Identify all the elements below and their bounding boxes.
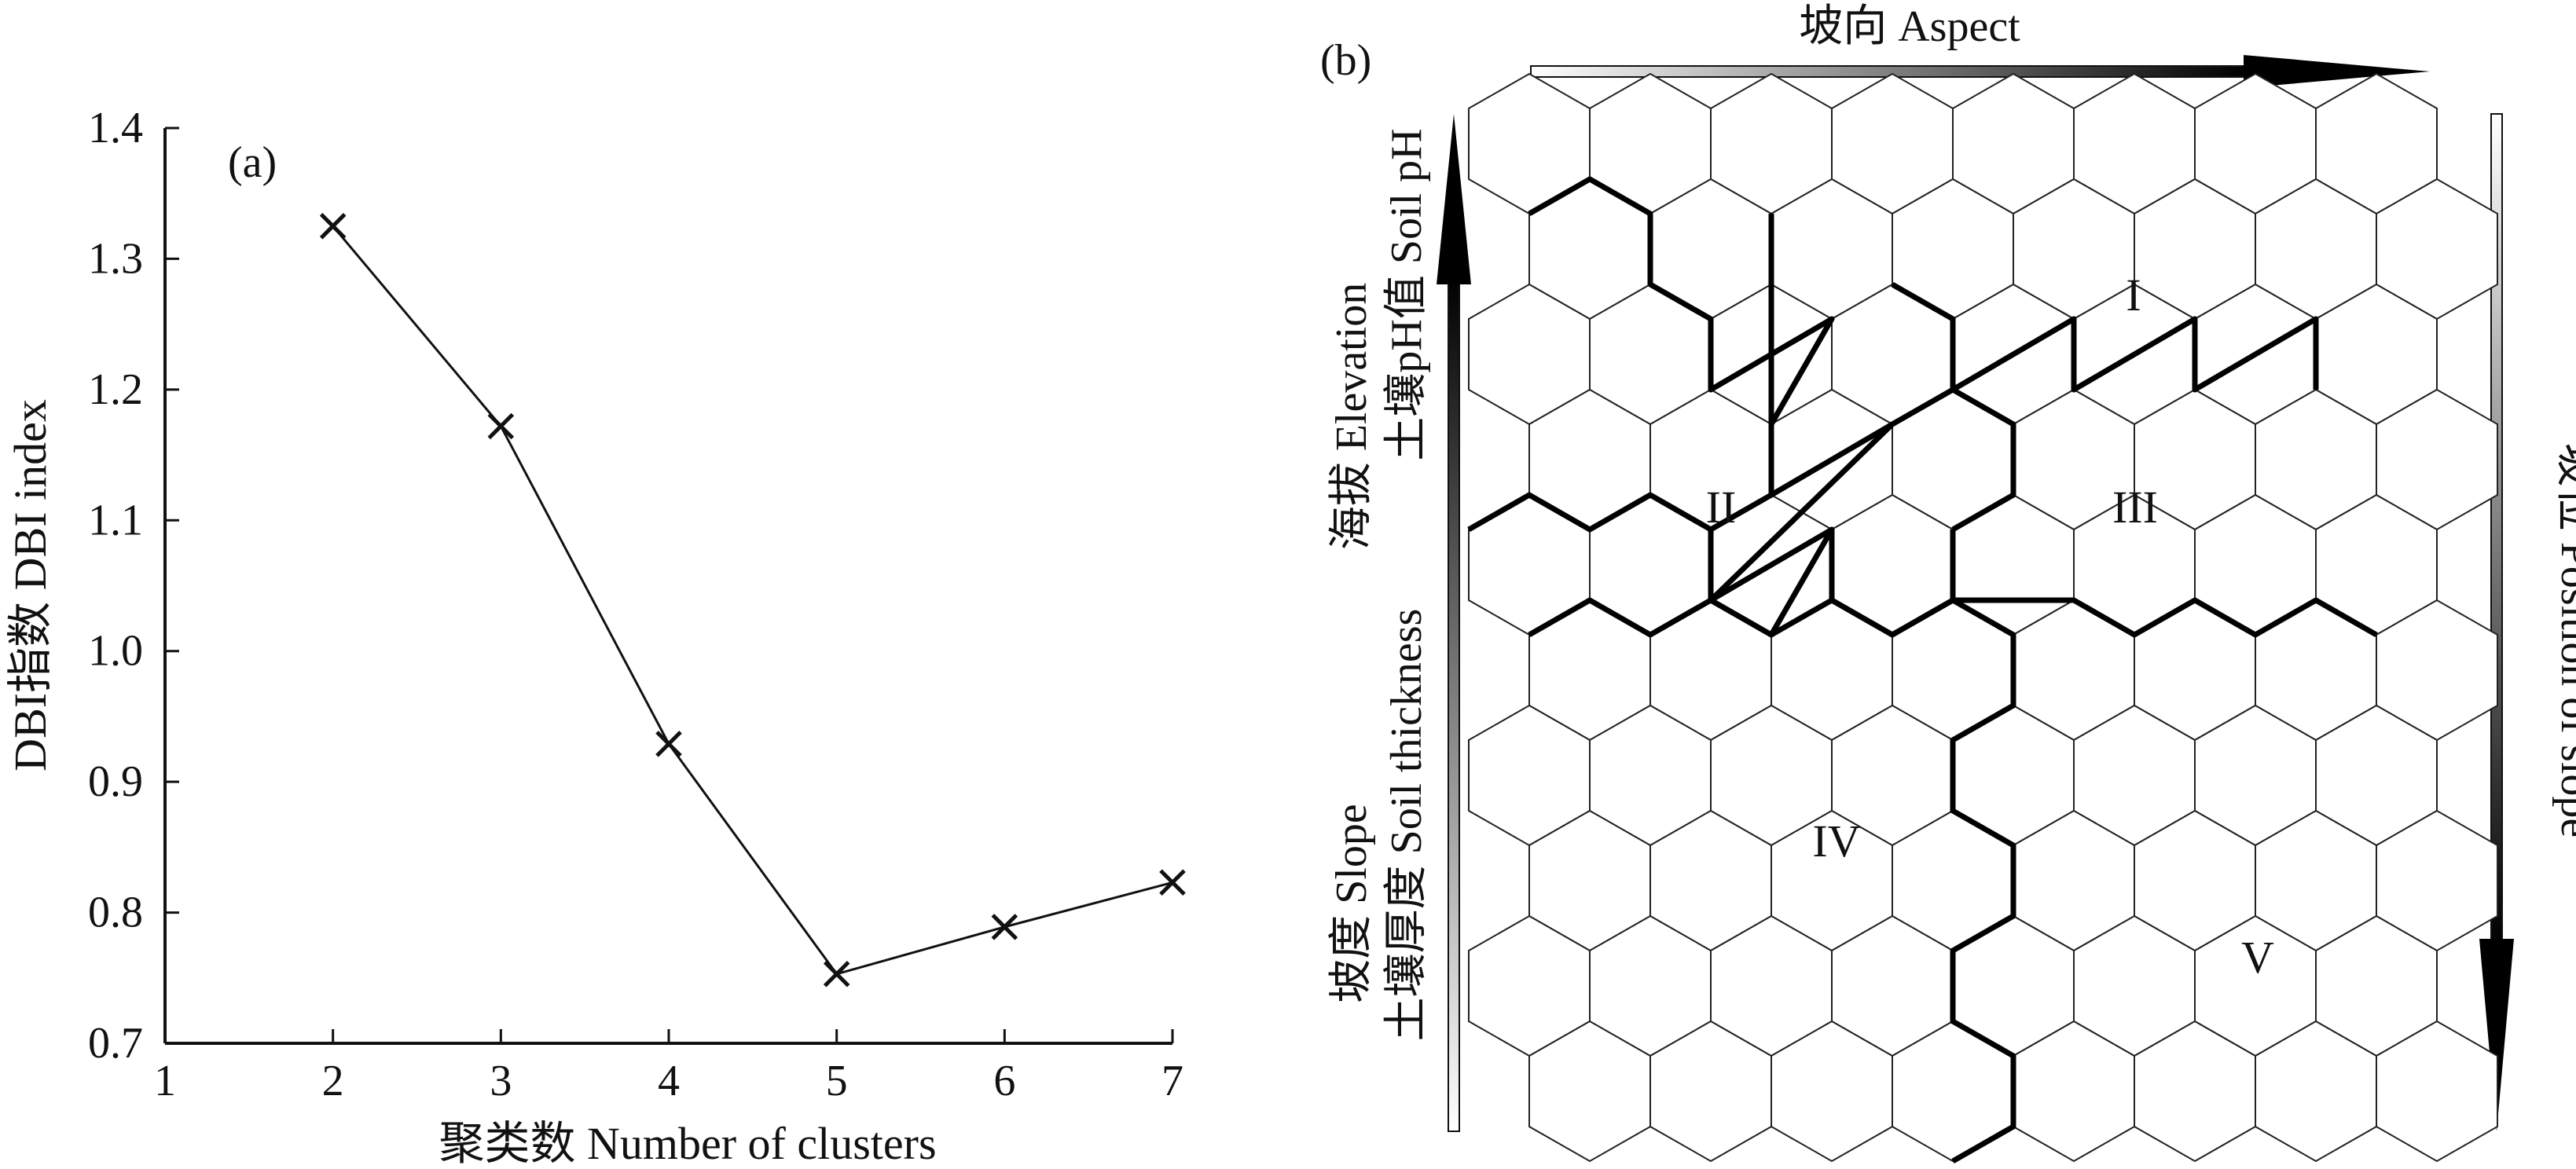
cluster-boundaries	[1467, 176, 2378, 1164]
x-tick-label: 5	[826, 1057, 848, 1105]
cluster-boundary-line	[1708, 214, 1895, 603]
y-tick-label: 1.3	[88, 234, 143, 283]
y-tick-label: 1.2	[88, 365, 143, 414]
left-arrow-label-soil-thickness: 土壤厚度 Soil thickness	[1382, 609, 1431, 1042]
left-arrow-label-soil-ph: 土壤pH值 Soil pH	[1382, 128, 1431, 460]
y-tick-label: 0.9	[88, 757, 143, 806]
aspect-arrow-head	[2244, 55, 2430, 88]
aspect-arrow-label: 坡向 Aspect	[1799, 2, 2020, 51]
y-tick-label: 0.7	[88, 1019, 143, 1068]
x-tick-label: 3	[490, 1057, 512, 1105]
hex-cell	[2376, 1020, 2498, 1163]
right-arrow-label: 坡位 Position of slope	[2552, 443, 2576, 837]
cluster-boundary-line	[1891, 281, 2319, 393]
right-arrow-head	[2479, 939, 2514, 1131]
panel-a-label: (a)	[228, 138, 277, 187]
x-tick-label: 7	[1161, 1057, 1183, 1105]
cluster-boundary-line	[1950, 597, 2016, 1164]
panel-a-line-chart: (a) 1 2 3 4 5 6 7 0.7 0.8 0.9 1.0 1.1 1.2 1.3 1.4 聚类数 …	[5, 104, 1186, 1169]
region-label-iii: III	[2112, 482, 2158, 533]
cluster-boundary-line	[1528, 597, 1954, 638]
cluster-boundary-line	[1891, 387, 2016, 533]
y-tick-label: 0.8	[88, 889, 143, 937]
x-tick-label: 6	[993, 1057, 1015, 1105]
x-tick-label: 1	[154, 1057, 176, 1105]
panel-b-label: (b)	[1320, 36, 1371, 85]
cluster-boundary-line	[1528, 176, 1835, 426]
cluster-boundary-line	[1467, 492, 1712, 533]
cluster-boundary-line	[1953, 597, 2378, 638]
y-tick-label: 1.4	[88, 104, 143, 152]
data-point-marker	[655, 731, 682, 757]
region-label-ii: II	[1706, 482, 1737, 533]
left-arrow-label-elevation: 海拔 Elevation	[1327, 283, 1376, 551]
y-tick-label: 1.1	[88, 496, 143, 544]
data-point-marker	[487, 412, 515, 440]
region-label-iv: IV	[1812, 815, 1860, 867]
data-point-marker	[319, 213, 347, 240]
panel-b-diagram: (b) 坡向 Aspect 海拔 Elevation 土壤pH值 Soil pH…	[1320, 2, 2576, 1164]
left-arrow-head	[1437, 114, 1471, 284]
left-arrow-shaft	[1448, 276, 1460, 1132]
y-axis-title: DBI指数 DBI index	[5, 399, 56, 771]
x-axis-title: 聚类数 Number of clusters	[439, 1118, 936, 1169]
y-tick-label: 1.0	[88, 627, 143, 676]
region-label-i: I	[2126, 269, 2141, 321]
data-point-marker	[1159, 869, 1186, 896]
dbi-series-line	[332, 225, 1173, 976]
data-point-marker	[991, 914, 1018, 940]
data-point-marker	[823, 961, 850, 988]
x-tick-label: 4	[658, 1057, 680, 1105]
x-tick-label: 2	[322, 1057, 344, 1105]
region-label-v: V	[2241, 932, 2274, 983]
left-arrow-label-slope: 坡度 Slope	[1327, 804, 1376, 1003]
